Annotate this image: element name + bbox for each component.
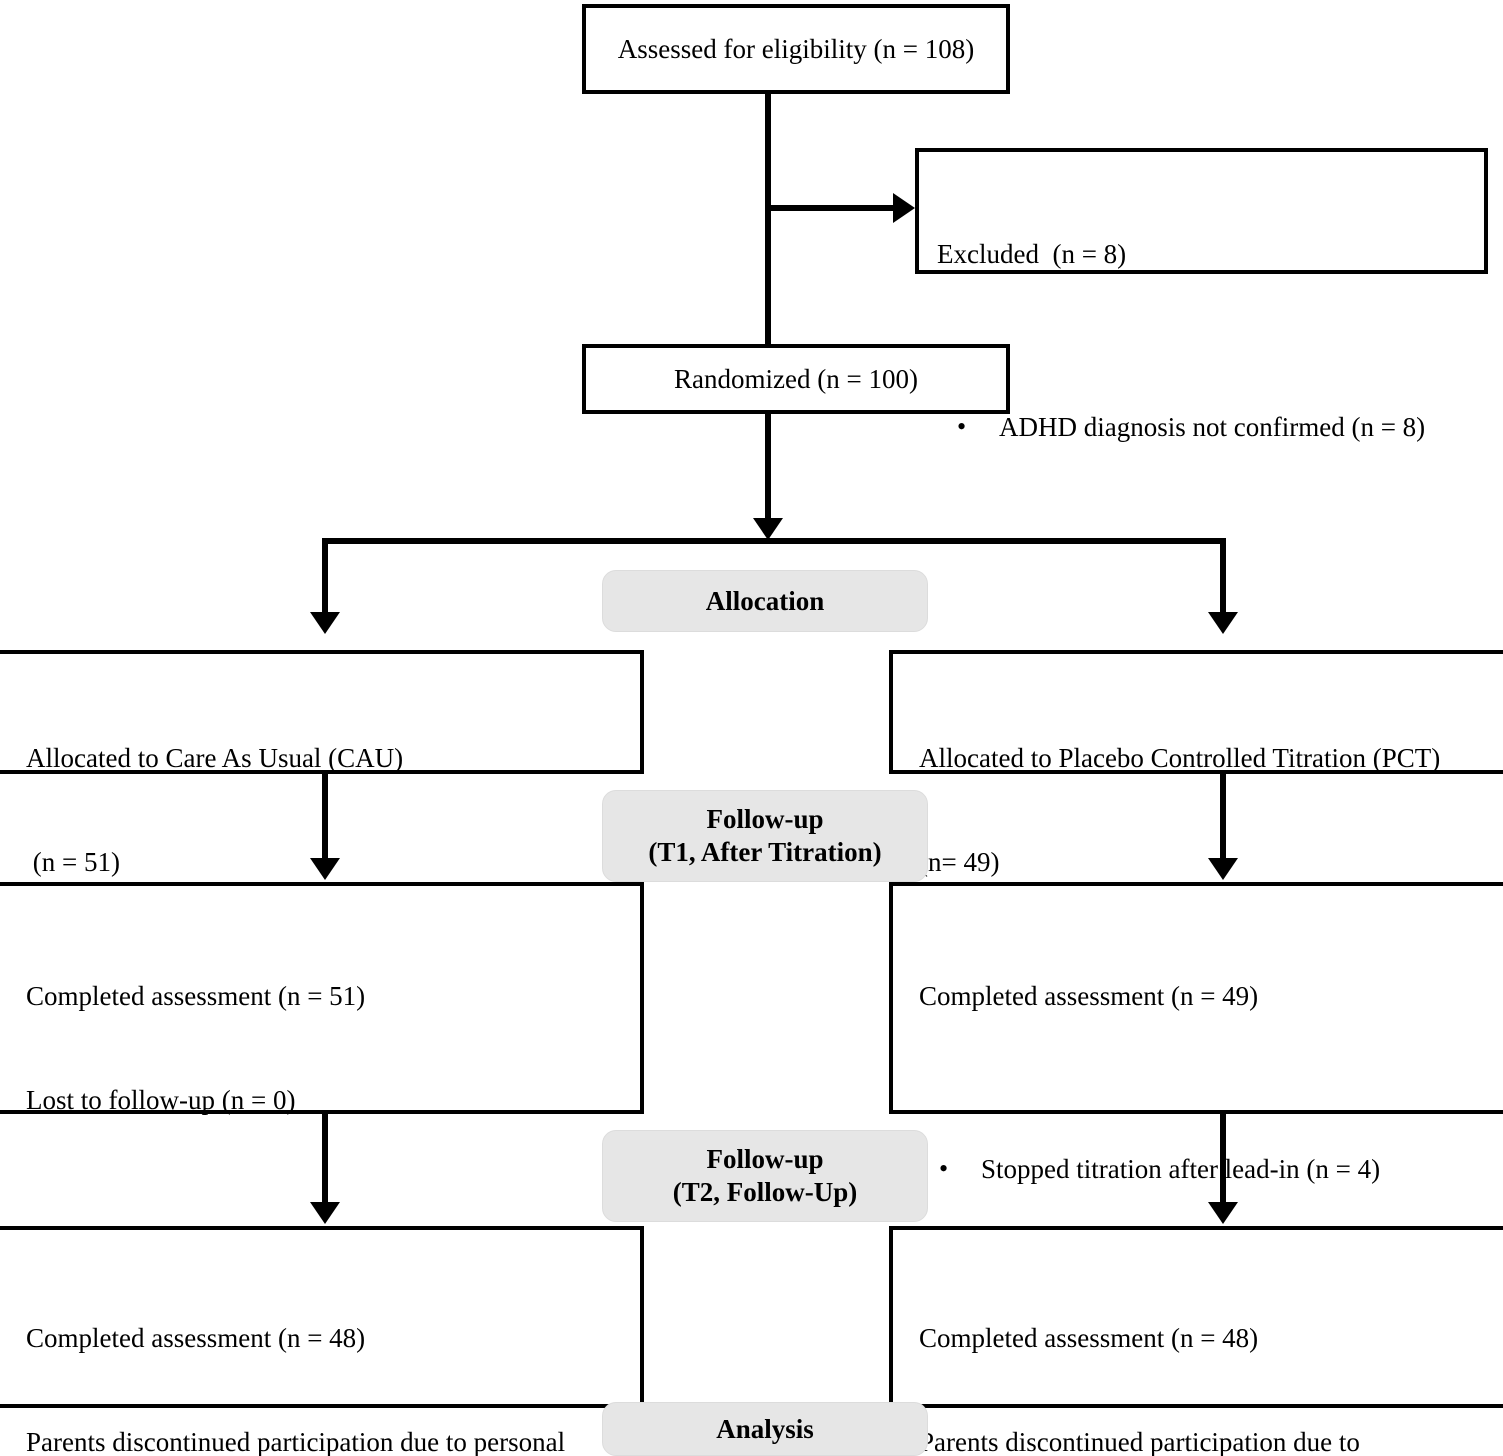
banner-allocation: Allocation	[602, 570, 928, 632]
t2-cau-line2: Parents discontinued participation due t…	[26, 1426, 566, 1456]
arrowhead-to-excluded	[893, 193, 915, 223]
t1-pct-bullet-item: Stopped titration after lead-in (n = 4)	[919, 1152, 1485, 1187]
allocated-cau-line1: Allocated to Care As Usual (CAU)	[26, 743, 404, 774]
connector-cau-allocation-to-t1	[322, 772, 328, 864]
arrowhead-cau-t1	[310, 858, 340, 880]
connector-split-right-leg	[1220, 538, 1226, 626]
node-allocated-pct: Allocated to Placebo Controlled Titratio…	[889, 650, 1503, 877]
allocated-cau-line2: (n = 51)	[26, 846, 120, 877]
excluded-bullet-list: ADHD diagnosis not confirmed (n = 8)	[937, 341, 1466, 514]
connector-cau-t1-to-t2	[322, 1112, 328, 1208]
banner-followup-t2-line1: Follow-up	[706, 1144, 824, 1175]
t1-pct-line1: Completed assessment (n = 49)	[919, 981, 1259, 1012]
t1-cau-line2: Lost to follow-up (n = 0)	[26, 1084, 296, 1115]
banner-followup-t1-line1: Follow-up	[706, 804, 824, 835]
connector-split-left-leg	[322, 538, 328, 626]
connector-assessed-to-randomized	[765, 92, 771, 346]
connector-branch-to-excluded	[765, 205, 895, 211]
banner-analysis-line1: Analysis	[716, 1413, 814, 1444]
arrowhead-to-pct-allocation	[1208, 612, 1238, 634]
node-excluded: Excluded (n = 8) ADHD diagnosis not conf…	[915, 148, 1488, 443]
excluded-heading: Excluded (n = 8)	[937, 239, 1127, 270]
assessed-label: Assessed for eligibility (n = 108)	[617, 33, 975, 64]
node-assessed-for-eligibility: Assessed for eligibility (n = 108)	[582, 4, 1010, 94]
allocated-pct-line1: Allocated to Placebo Controlled Titratio…	[919, 743, 1441, 774]
arrowhead-to-cau-allocation	[310, 612, 340, 634]
banner-allocation-line1: Allocation	[705, 585, 825, 616]
connector-pct-allocation-to-t1	[1220, 772, 1226, 864]
randomized-label: Randomized (n = 100)	[674, 363, 918, 394]
excluded-bullet-item: ADHD diagnosis not confirmed (n = 8)	[937, 410, 1466, 445]
banner-followup-t2-line2: (T2, Follow-Up)	[672, 1177, 858, 1207]
t2-pct-line2: Parents discontinued participation due t…	[919, 1426, 1360, 1456]
connector-allocation-split-bar	[322, 538, 1226, 544]
node-allocated-cau: Allocated to Care As Usual (CAU) (n = 51…	[0, 650, 644, 877]
t2-cau-line1: Completed assessment (n = 48)	[26, 1323, 366, 1354]
t2-pct-line1: Completed assessment (n = 48)	[919, 1323, 1259, 1354]
allocated-pct-line2: (n= 49)	[919, 846, 1000, 877]
node-randomized: Randomized (n = 100)	[582, 344, 1010, 414]
arrowhead-pct-t2	[1208, 1202, 1238, 1224]
arrowhead-randomized-split	[753, 518, 783, 540]
t1-cau-line1: Completed assessment (n = 51)	[26, 981, 366, 1012]
banner-followup-t2: Follow-up (T2, Follow-Up)	[602, 1130, 928, 1222]
banner-analysis: Analysis	[602, 1402, 928, 1456]
arrowhead-cau-t2	[310, 1202, 340, 1224]
node-t2-cau: Completed assessment (n = 48) Parents di…	[0, 1226, 644, 1456]
arrowhead-pct-t1	[1208, 858, 1238, 880]
banner-followup-t1-line2: (T1, After Titration)	[648, 837, 882, 867]
node-t1-pct: Completed assessment (n = 49) Stopped ti…	[889, 882, 1503, 1392]
connector-randomized-down	[765, 412, 771, 525]
node-t2-pct: Completed assessment (n = 48) Parents di…	[889, 1226, 1503, 1456]
node-t1-cau: Completed assessment (n = 51) Lost to fo…	[0, 882, 644, 1115]
banner-followup-t1: Follow-up (T1, After Titration)	[602, 790, 928, 882]
